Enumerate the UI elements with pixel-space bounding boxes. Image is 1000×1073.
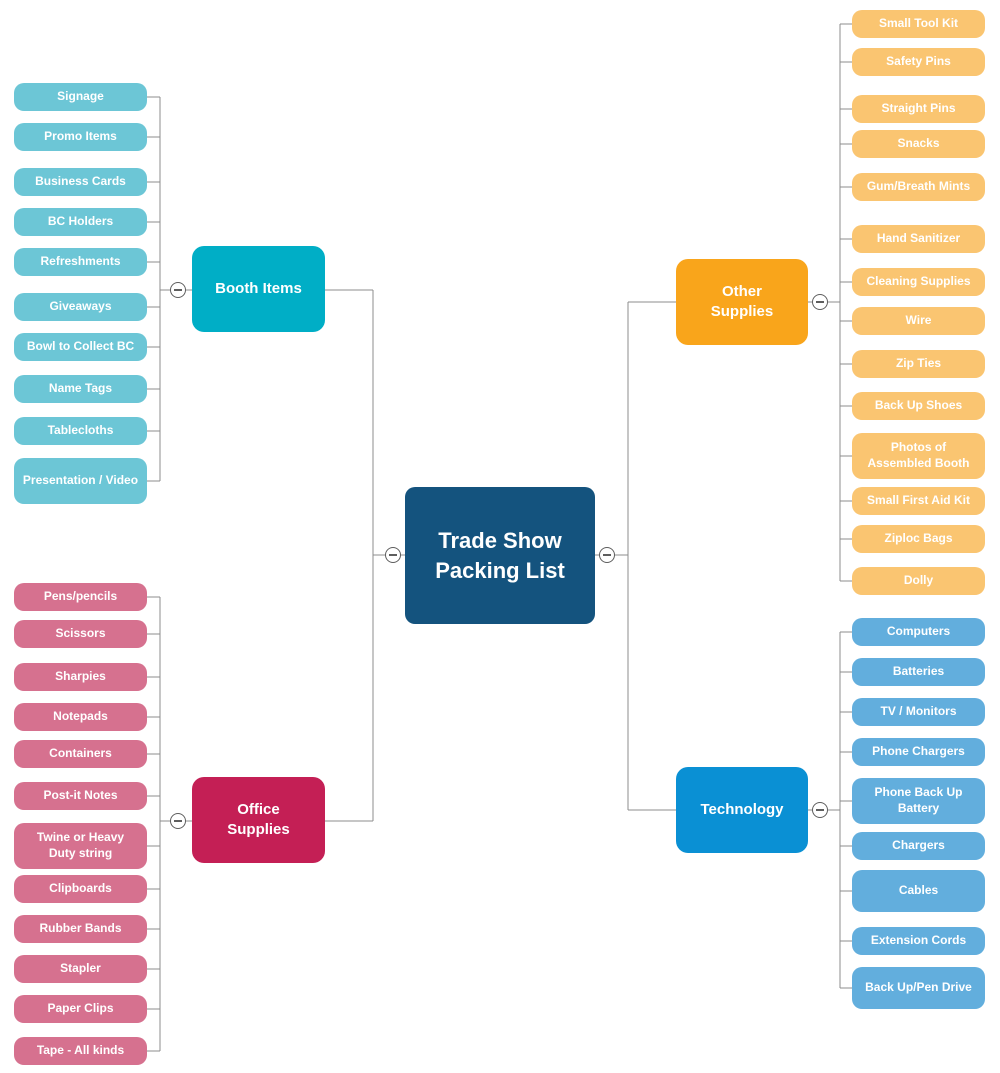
topic-node[interactable]: Containers xyxy=(14,740,147,768)
topic-node[interactable]: Chargers xyxy=(852,832,985,860)
topic-node[interactable]: Scissors xyxy=(14,620,147,648)
topic-node[interactable]: Dolly xyxy=(852,567,985,595)
topic-node[interactable]: Business Cards xyxy=(14,168,147,196)
topic-node[interactable]: Refreshments xyxy=(14,248,147,276)
topic-node[interactable]: Back Up/Pen Drive xyxy=(852,967,985,1009)
topic-node[interactable]: Computers xyxy=(852,618,985,646)
topic-node[interactable]: Notepads xyxy=(14,703,147,731)
topic-node[interactable]: Rubber Bands xyxy=(14,915,147,943)
topic-node[interactable]: Photos of Assembled Booth xyxy=(852,433,985,479)
collapse-toggle-office-supplies[interactable] xyxy=(170,813,186,829)
topic-node[interactable]: Wire xyxy=(852,307,985,335)
topic-node[interactable]: Post-it Notes xyxy=(14,782,147,810)
topic-node[interactable]: Promo Items xyxy=(14,123,147,151)
topic-node[interactable]: Twine or Heavy Duty string xyxy=(14,823,147,869)
topic-node[interactable]: Phone Back Up Battery xyxy=(852,778,985,824)
topic-node[interactable]: Clipboards xyxy=(14,875,147,903)
branch-node-technology[interactable]: Technology xyxy=(676,767,808,853)
branch-node-office-supplies[interactable]: Office Supplies xyxy=(192,777,325,863)
topic-node[interactable]: Pens/pencils xyxy=(14,583,147,611)
topic-node[interactable]: Batteries xyxy=(852,658,985,686)
collapse-toggle-technology[interactable] xyxy=(812,802,828,818)
topic-node[interactable]: TV / Monitors xyxy=(852,698,985,726)
topic-node[interactable]: Snacks xyxy=(852,130,985,158)
topic-node[interactable]: Signage xyxy=(14,83,147,111)
topic-node[interactable]: Hand Sanitizer xyxy=(852,225,985,253)
root-node[interactable]: Trade Show Packing List xyxy=(405,487,595,624)
topic-node[interactable]: Straight Pins xyxy=(852,95,985,123)
topic-node[interactable]: Cables xyxy=(852,870,985,912)
topic-node[interactable]: Tape - All kinds xyxy=(14,1037,147,1065)
topic-node[interactable]: Sharpies xyxy=(14,663,147,691)
branch-node-booth-items[interactable]: Booth Items xyxy=(192,246,325,332)
topic-node[interactable]: Bowl to Collect BC xyxy=(14,333,147,361)
branch-node-other-supplies[interactable]: Other Supplies xyxy=(676,259,808,345)
topic-node[interactable]: Name Tags xyxy=(14,375,147,403)
topic-node[interactable]: Small First Aid Kit xyxy=(852,487,985,515)
topic-node[interactable]: Ziploc Bags xyxy=(852,525,985,553)
collapse-toggle-other-supplies[interactable] xyxy=(812,294,828,310)
topic-node[interactable]: Phone Chargers xyxy=(852,738,985,766)
collapse-toggle-root-left[interactable] xyxy=(385,547,401,563)
topic-node[interactable]: Tablecloths xyxy=(14,417,147,445)
topic-node[interactable]: Safety Pins xyxy=(852,48,985,76)
topic-node[interactable]: Stapler xyxy=(14,955,147,983)
topic-node[interactable]: Small Tool Kit xyxy=(852,10,985,38)
collapse-toggle-root-right[interactable] xyxy=(599,547,615,563)
topic-node[interactable]: Gum/Breath Mints xyxy=(852,173,985,201)
topic-node[interactable]: Extension Cords xyxy=(852,927,985,955)
topic-node[interactable]: BC Holders xyxy=(14,208,147,236)
topic-node[interactable]: Cleaning Supplies xyxy=(852,268,985,296)
topic-node[interactable]: Presentation / Video xyxy=(14,458,147,504)
collapse-toggle-booth-items[interactable] xyxy=(170,282,186,298)
topic-node[interactable]: Paper Clips xyxy=(14,995,147,1023)
topic-node[interactable]: Zip Ties xyxy=(852,350,985,378)
topic-node[interactable]: Giveaways xyxy=(14,293,147,321)
topic-node[interactable]: Back Up Shoes xyxy=(852,392,985,420)
